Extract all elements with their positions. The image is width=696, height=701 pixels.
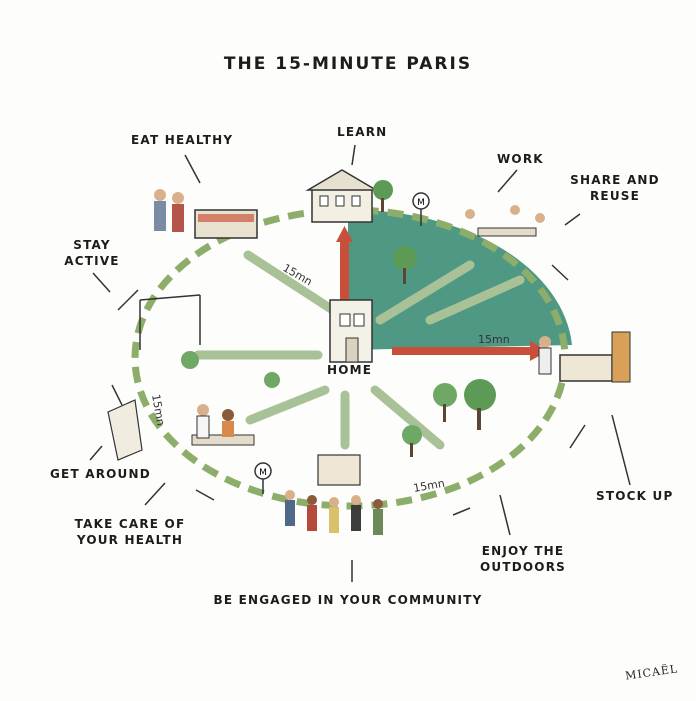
doctor-scene [191, 404, 255, 446]
label-health-line2: YOUR HEALTH [76, 533, 184, 547]
label-stay-active-line1: STAY [73, 238, 111, 252]
radial-roads [193, 250, 525, 450]
label-work: WORK [497, 152, 544, 166]
metro-sign-letter: M [417, 198, 425, 208]
label-community: BE ENGAGED IN YOUR COMMUNITY [213, 593, 483, 607]
trees [181, 180, 496, 457]
label-stay-active: STAY ACTIVE [52, 237, 132, 269]
label-home: HOME [327, 363, 373, 377]
label-stay-active-line2: ACTIVE [64, 254, 120, 268]
label-outdoors-line2: OUTDOORS [480, 560, 566, 574]
label-share-reuse-line1: SHARE AND [570, 173, 660, 187]
label-share-reuse: SHARE AND REUSE [565, 172, 665, 204]
label-learn: LEARN [337, 125, 388, 139]
label-outdoors-line1: ENJOY THE [481, 544, 565, 558]
distance-label-left: 15mn [149, 393, 167, 426]
green-sector [348, 209, 572, 350]
route-arrows [111, 264, 586, 516]
label-health-line1: TAKE CARE OF [74, 517, 186, 531]
metro-signs [254, 192, 430, 494]
distance-label-right: 15mn [478, 333, 510, 346]
community-crowd [285, 454, 383, 535]
label-stock-up: STOCK UP [596, 489, 674, 503]
label-eat-healthy: EAT HEALTHY [131, 133, 234, 147]
metro-sign-letter: M [259, 468, 267, 478]
shop-counter [538, 331, 631, 383]
label-health: TAKE CARE OF YOUR HEALTH [55, 516, 205, 548]
label-outdoors: ENJOY THE OUTDOORS [463, 543, 583, 575]
stairs [107, 399, 143, 461]
school-building [305, 169, 379, 223]
distance-label-bottom: 15mn [412, 477, 445, 495]
label-get-around: GET AROUND [50, 467, 151, 481]
workout-frame [139, 294, 201, 350]
home-building [329, 299, 373, 363]
market-stall [154, 189, 258, 239]
page-title: THE 15-MINUTE PARIS [223, 54, 473, 74]
label-leaders [89, 144, 631, 582]
work-table [465, 205, 545, 237]
label-share-reuse-line2: REUSE [589, 189, 641, 203]
